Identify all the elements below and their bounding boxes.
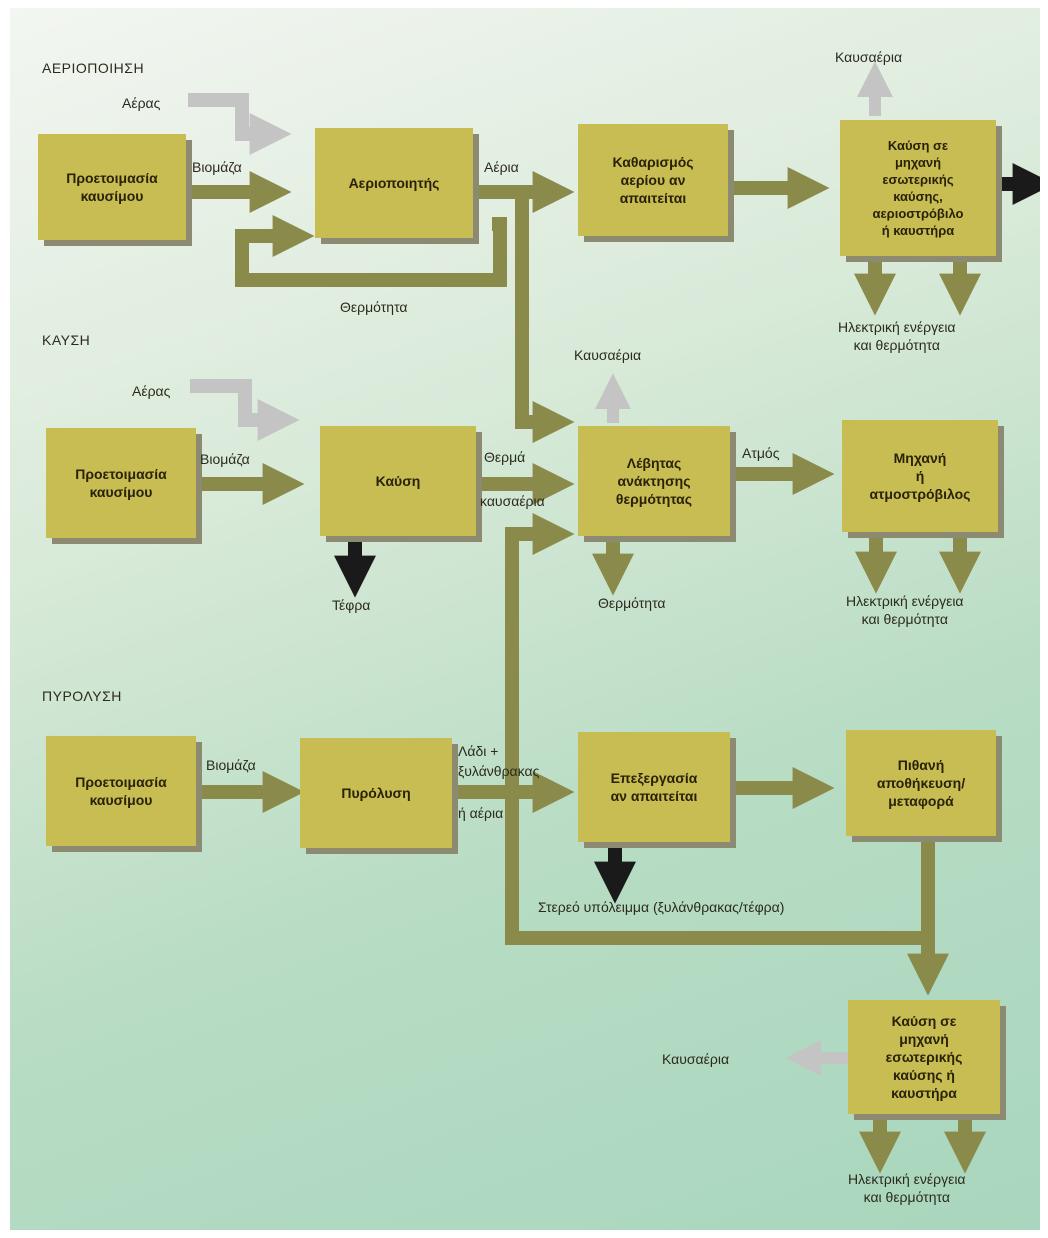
oil-label-2: ξυλάνθρακας <box>458 763 540 779</box>
fuel-prep-box-1: Προετοιμασία καυσίμου <box>38 134 186 240</box>
boiler-box: Λέβητας ανάκτησης θερμότητας <box>578 426 730 536</box>
ash-label: Τέφρα <box>332 597 371 613</box>
flue-gas-label-3: Καυσαέρια <box>662 1051 730 1067</box>
flue-gas-label-2: Καυσαέρια <box>574 347 642 363</box>
solid-residue-label: Στερεό υπόλειμμα (ξυλάνθρακας/τέφρα) <box>538 899 785 915</box>
steam-engine-box: Μηχανή ή ατμοστρόβιλος <box>842 420 998 532</box>
fuel-prep-label-2: Προετοιμασία καυσίμου <box>75 466 167 500</box>
oil-label-1: Λάδι + <box>458 743 499 759</box>
ic-engine-label-2: Καύση σε μηχανή εσωτερικής καύσης ή καυσ… <box>885 1013 963 1101</box>
pyrolysis-box: Πυρόλυση <box>300 738 452 848</box>
air-label-2: Αέρας <box>132 383 171 399</box>
heat-loop-arrow <box>235 215 507 287</box>
air-arrow-1 <box>188 93 292 155</box>
heat-label-2: Θερμότητα <box>598 595 666 611</box>
pyro-up-arrow <box>505 513 575 792</box>
elec-heat-label-2: Ηλεκτρική ενέργεια και θερμότητα <box>846 593 964 627</box>
storage-box: Πιθανή αποθήκευση/ μεταφορά <box>846 730 996 836</box>
gas-cleaning-label: Καθαρισμός αερίου αν απαιτείται <box>612 154 694 206</box>
combustion-label: Καύση <box>375 473 421 489</box>
fuel-prep-label-1: Προετοιμασία καυσίμου <box>66 170 158 204</box>
section-combustion: ΚΑΥΣΗ <box>42 332 91 348</box>
hot-label-2: καυσαέρια <box>480 493 545 509</box>
section-gasification: ΑΕΡΙΟΠΟΙΗΣΗ <box>42 60 145 76</box>
flue-gas-label-1: Καυσαέρια <box>835 49 903 65</box>
processing-label: Επεξεργασία αν απαιτείται <box>610 770 698 804</box>
arrows-layer <box>188 61 1040 1174</box>
gases-label: Αέρια <box>484 159 519 175</box>
elec-heat-label-3: Ηλεκτρική ενέργεια και θερμότητα <box>848 1171 966 1205</box>
processing-box: Επεξεργασία αν απαιτείται <box>578 732 730 842</box>
biomass-label-1: Βιομάζα <box>192 159 242 175</box>
fuel-prep-box-2: Προετοιμασία καυσίμου <box>46 428 196 538</box>
air-arrow-2 <box>190 379 300 441</box>
air-label-1: Αέρας <box>122 95 161 111</box>
ic-engine-label-1: Καύση σε μηχανή εσωτερικής καύσης, αεριο… <box>872 138 964 238</box>
gas-cleaning-box: Καθαρισμός αερίου αν απαιτείται <box>578 124 728 236</box>
gasifier-label: Αεριοποιητής <box>348 175 440 191</box>
ic-engine-box-2: Καύση σε μηχανή εσωτερικής καύσης ή καυσ… <box>848 1000 1000 1114</box>
fuel-prep-box-3: Προετοιμασία καυσίμου <box>46 736 196 846</box>
storage-label: Πιθανή αποθήκευση/ μεταφορά <box>876 757 966 809</box>
heat-label-1: Θερμότητα <box>340 299 408 315</box>
elec-heat-label-1: Ηλεκτρική ενέργεια και θερμότητα <box>838 319 956 353</box>
fuel-prep-label-3: Προετοιμασία καυσίμου <box>75 774 167 808</box>
boiler-label: Λέβητας ανάκτησης θερμότητας <box>615 455 693 507</box>
steam-label: Ατμός <box>742 445 780 461</box>
ic-engine-box-1: Καύση σε μηχανή εσωτερικής καύσης, αεριο… <box>840 120 996 256</box>
gasifier-box: Αεριοποιητής <box>315 128 473 238</box>
biomass-label-3: Βιομάζα <box>206 757 256 773</box>
steam-engine-label: Μηχανή ή ατμοστρόβιλος <box>869 450 971 502</box>
pyro-down-loop <box>505 792 949 996</box>
section-pyrolysis: ΠΥΡΟΛΥΣΗ <box>42 688 122 704</box>
pyrolysis-label: Πυρόλυση <box>341 785 411 801</box>
combustion-box: Καύση <box>320 426 476 536</box>
gas-down-arrow <box>515 192 575 443</box>
biomass-label-2: Βιομάζα <box>200 451 250 467</box>
process-diagram: ΑΕΡΙΟΠΟΙΗΣΗ ΚΑΥΣΗ ΠΥΡΟΛΥΣΗ Προετοιμασία … <box>10 8 1040 1230</box>
oil-label-3: ή αέρια <box>458 805 504 821</box>
hot-label-1: Θερμά <box>484 449 526 465</box>
